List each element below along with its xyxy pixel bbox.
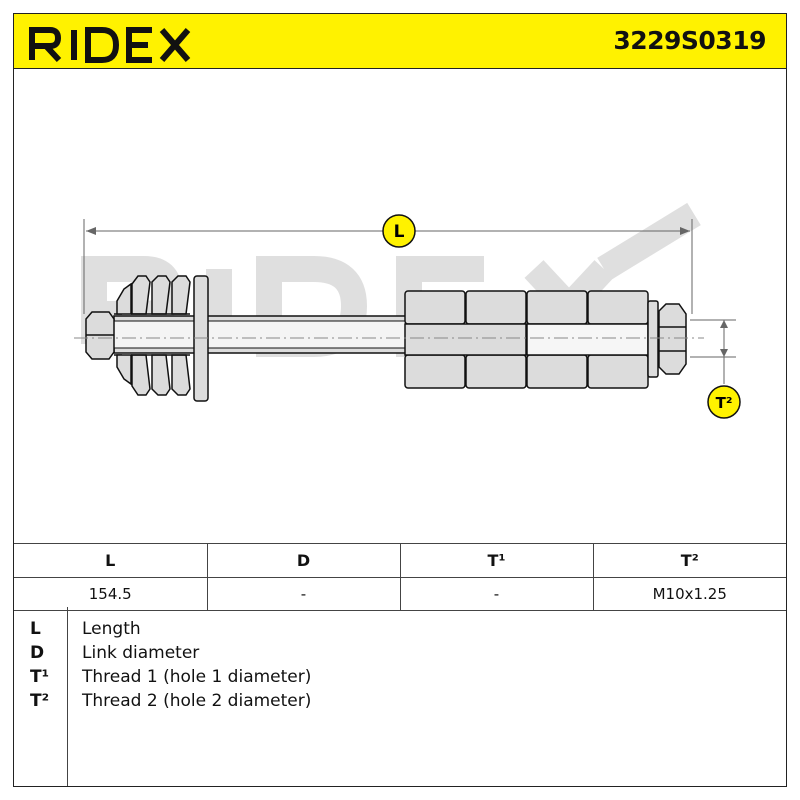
legend-text: Length bbox=[82, 619, 141, 639]
header-bar: 3229S0319 bbox=[14, 14, 786, 69]
thread2-callout bbox=[707, 385, 741, 419]
spec-value-thread2: M10x1.25 bbox=[592, 577, 786, 611]
legend-divider bbox=[67, 607, 68, 786]
legend-item: D Link diameter bbox=[14, 643, 786, 667]
spacer-tube bbox=[404, 290, 649, 389]
legend-symbol: D bbox=[30, 643, 45, 663]
legend-text: Thread 1 (hole 1 diameter) bbox=[82, 667, 312, 687]
link-rod bbox=[113, 315, 415, 354]
end-nut bbox=[647, 300, 687, 378]
spec-header-diameter: D bbox=[206, 543, 401, 578]
spec-header-thread2: T² bbox=[592, 543, 786, 578]
spec-value-thread1: - bbox=[399, 577, 594, 611]
spec-table: L D T¹ T² 154.5 - - M10x1.25 bbox=[14, 543, 786, 611]
legend-symbol: L bbox=[30, 619, 41, 639]
ridex-logo bbox=[29, 27, 191, 63]
dimension-thread2 bbox=[690, 319, 736, 384]
spec-value-diameter: - bbox=[206, 577, 401, 611]
spec-header-thread1: T¹ bbox=[399, 543, 594, 578]
legend-symbol: T¹ bbox=[30, 667, 50, 687]
length-callout bbox=[382, 214, 416, 248]
legend-text: Thread 2 (hole 2 diameter) bbox=[82, 691, 312, 711]
legend-text: Link diameter bbox=[82, 643, 200, 663]
thread2-callout-label: T² bbox=[716, 394, 733, 412]
length-callout-label: L bbox=[394, 222, 405, 242]
spec-header-row: L D T¹ T² bbox=[14, 543, 786, 578]
technical-drawing: L bbox=[74, 202, 741, 419]
spec-value-row: 154.5 - - M10x1.25 bbox=[14, 577, 786, 611]
rubber-bushing bbox=[116, 275, 209, 402]
legend-item: T¹ Thread 1 (hole 1 diameter) bbox=[14, 667, 786, 691]
datasheet-frame: 3229S0319 L bbox=[13, 13, 787, 787]
part-number: 3229S0319 bbox=[613, 26, 766, 55]
legend-item: L Length bbox=[14, 619, 786, 643]
spec-header-length: L bbox=[14, 543, 208, 578]
legend-item: T² Thread 2 (hole 2 diameter) bbox=[14, 691, 786, 715]
spec-value-length: 154.5 bbox=[14, 577, 208, 611]
legend-symbol: T² bbox=[30, 691, 50, 711]
legend: L Length D Link diameter T¹ Thread 1 (ho… bbox=[14, 607, 786, 786]
